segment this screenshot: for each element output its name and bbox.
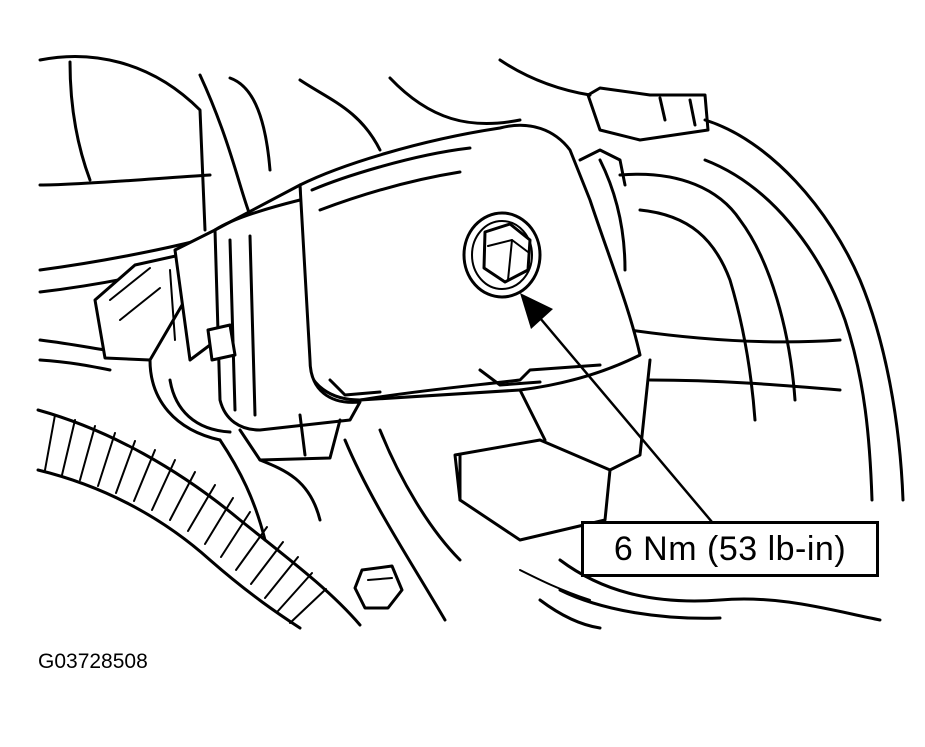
hoses <box>586 86 905 502</box>
figure-id: G03728508 <box>38 650 148 673</box>
wiring-loom <box>36 408 362 630</box>
torque-label: 6 Nm (53 lb-in) <box>613 529 847 568</box>
torque-callout: 6 Nm (53 lb-in) <box>581 521 879 577</box>
leader-arrow <box>520 293 713 523</box>
lower-structures <box>343 328 882 630</box>
component-housing <box>206 123 642 462</box>
lower-bolt <box>353 564 404 610</box>
mounting-bolt <box>462 211 542 299</box>
